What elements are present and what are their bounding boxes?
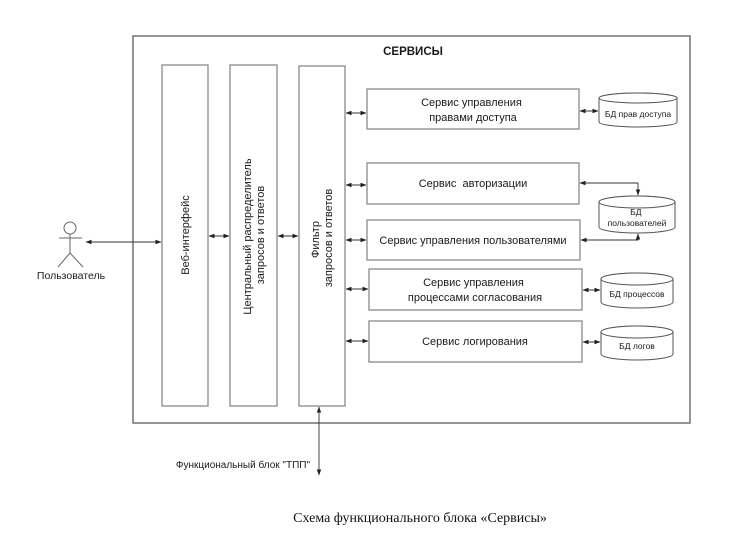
pipeline-box-dispatcher: Центральный распределитель запросов и от… (229, 64, 278, 407)
service-approval-line-1: Сервис управления (423, 277, 524, 289)
svg-text:Сервис управления правам: Сервис управления правами доступа (421, 97, 525, 124)
db-users-label-1: БД (630, 207, 642, 217)
service-box-approval: Сервис управления процессами согласовани… (368, 268, 583, 311)
db-users-label-2: пользователей (608, 218, 667, 228)
db-cylinder-users: БД пользователей (598, 195, 676, 234)
pipeline-filter-line-2: запросов и ответов (323, 189, 335, 288)
service-box-access: Сервис управления правами доступа (366, 88, 580, 130)
service-box-logging: Сервис логирования (368, 320, 583, 363)
actor-label: Пользователь (37, 270, 106, 282)
service-access-line-2: правами доступа (429, 112, 517, 124)
arrow-users-db (580, 233, 641, 243)
service-box-auth: Сервис авторизации (366, 162, 580, 205)
svg-text:Веб-интерфейс: Веб-интерфейс (180, 195, 192, 275)
db-cylinder-processes: БД процессов (600, 272, 674, 309)
service-box-users: Сервис управления пользователями (366, 219, 581, 261)
pipeline-dispatcher-line-2: запросов и ответов (255, 186, 267, 285)
service-auth-line-1: Сервис авторизации (419, 178, 528, 190)
external-block-label: Функциональный блок "ТПП" (176, 459, 311, 471)
pipeline-web-line-1: Веб-интерфейс (180, 195, 192, 275)
svg-text:Сервис управления процес: Сервис управления процессами согласовани… (408, 277, 542, 304)
service-approval-line-2: процессами согласования (408, 292, 542, 304)
service-logging-line-1: Сервис логирования (422, 336, 528, 348)
svg-text:БД пользователей: БД пользователей (608, 207, 667, 228)
container-title: СЕРВИСЫ (383, 46, 443, 58)
arrow-auth-db (579, 180, 641, 196)
pipeline-box-filter: Фильтр запросов и ответов (298, 65, 346, 407)
db-logs-label: БД логов (619, 341, 655, 351)
pipeline-dispatcher-line-1: Центральный распределитель (242, 158, 254, 314)
svg-text:Фильтр запросов и ответо: Фильтр запросов и ответов (310, 189, 335, 288)
db-cylinder-access: БД прав доступа (598, 92, 678, 128)
pipeline-box-web: Веб-интерфейс (161, 64, 209, 407)
stick-figure-icon (57, 221, 84, 268)
service-access-line-1: Сервис управления (421, 97, 522, 109)
pipeline-filter-line-1: Фильтр (310, 221, 322, 258)
db-access-label: БД прав доступа (605, 109, 671, 119)
db-processes-label: БД процессов (609, 289, 665, 299)
svg-text:Центральный распределитель: Центральный распределитель запросов и от… (242, 155, 267, 314)
service-users-line-1: Сервис управления пользователями (379, 235, 566, 247)
diagram-caption: Схема функционального блока «Сервисы» (293, 511, 547, 526)
db-cylinder-logs: БД логов (600, 325, 674, 361)
